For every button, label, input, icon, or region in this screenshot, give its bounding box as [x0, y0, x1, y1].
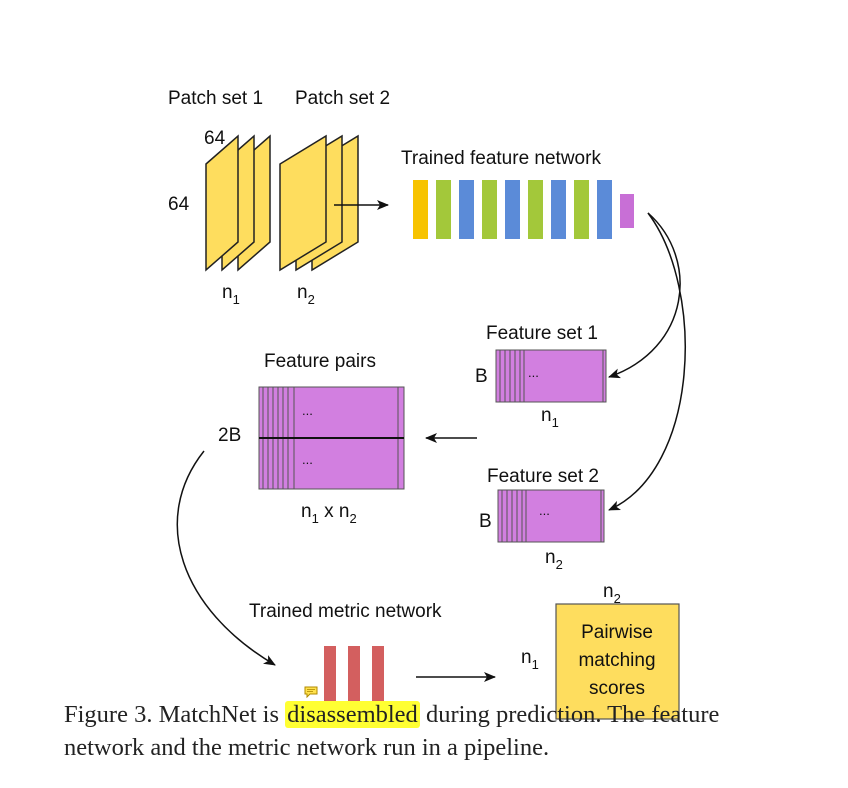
feature-set-1-matrix — [495, 349, 607, 403]
feature-network-layer-4 — [482, 180, 497, 239]
trained-feature-network-label: Trained feature network — [401, 148, 601, 169]
feature-pairs-ellipsis-bottom: ... — [302, 452, 313, 467]
scores-n1-label: n1 — [521, 647, 539, 672]
trained-metric-network-bars — [324, 646, 384, 702]
feature-network-layer-8 — [574, 180, 589, 239]
caption-prefix: Figure 3. MatchNet is — [64, 701, 286, 728]
feature-network-layer-9 — [597, 180, 612, 239]
scores-n2-label: n2 — [603, 581, 621, 606]
feature-set-2-matrix — [497, 489, 605, 543]
feature-pairs-matrix — [258, 386, 405, 490]
pairwise-scores-line1: Pairwise — [581, 622, 653, 643]
patch-set-2-n2: n2 — [297, 282, 315, 307]
pairwise-scores-line3: scores — [589, 678, 645, 699]
feature-network-layer-2 — [436, 180, 451, 239]
feature-network-layer-3 — [459, 180, 474, 239]
figure-caption: Figure 3. MatchNet is disassembled durin… — [64, 698, 804, 764]
feature-set-2-n2: n2 — [545, 547, 563, 572]
feature-network-layer-5 — [505, 180, 520, 239]
patch-set-1-label: Patch set 1 — [168, 88, 263, 109]
arrow-to-feature-set-2 — [608, 212, 686, 511]
patch-set-2-label: Patch set 2 — [295, 88, 390, 109]
feature-pairs-2b-label: 2B — [218, 425, 241, 446]
trained-metric-network-label: Trained metric network — [249, 601, 442, 622]
dim-64-left: 64 — [168, 194, 190, 215]
caption-highlight[interactable]: disassembled — [285, 701, 420, 728]
feature-set-1-ellipsis: ... — [528, 365, 539, 380]
patch-set-1-stack — [205, 134, 271, 272]
feature-set-1-n1: n1 — [541, 405, 559, 430]
feature-network-layer-10 — [620, 194, 634, 228]
feature-set-2-b-label: B — [479, 511, 492, 532]
feature-network-layer-6 — [528, 180, 543, 239]
dim-64-top: 64 — [204, 128, 226, 149]
feature-set-2-label: Feature set 2 — [487, 466, 599, 487]
feature-set-1-b-label: B — [475, 366, 488, 387]
feature-set-1-label: Feature set 1 — [486, 323, 598, 344]
trained-feature-network-bars — [413, 180, 634, 239]
pairwise-scores-line2: matching — [578, 650, 655, 671]
feature-set-2-ellipsis: ... — [539, 503, 550, 518]
caption-suffix: during prediction. The feature network a… — [64, 701, 720, 761]
feature-pairs-n1-x-n2: n1 x n2 — [301, 501, 357, 526]
feature-pairs-label: Feature pairs — [264, 351, 376, 372]
pairwise-scores-box — [555, 603, 680, 720]
patch-set-2-stack — [279, 134, 359, 272]
arrow-to-metric-network — [176, 450, 276, 666]
feature-pairs-ellipsis-top: ... — [302, 403, 313, 418]
comment-icon[interactable] — [304, 686, 318, 698]
feature-network-layer-7 — [551, 180, 566, 239]
patch-set-1-n1: n1 — [222, 282, 240, 307]
arrow-to-feature-set-1 — [608, 212, 681, 379]
feature-network-layer-1 — [413, 180, 428, 239]
